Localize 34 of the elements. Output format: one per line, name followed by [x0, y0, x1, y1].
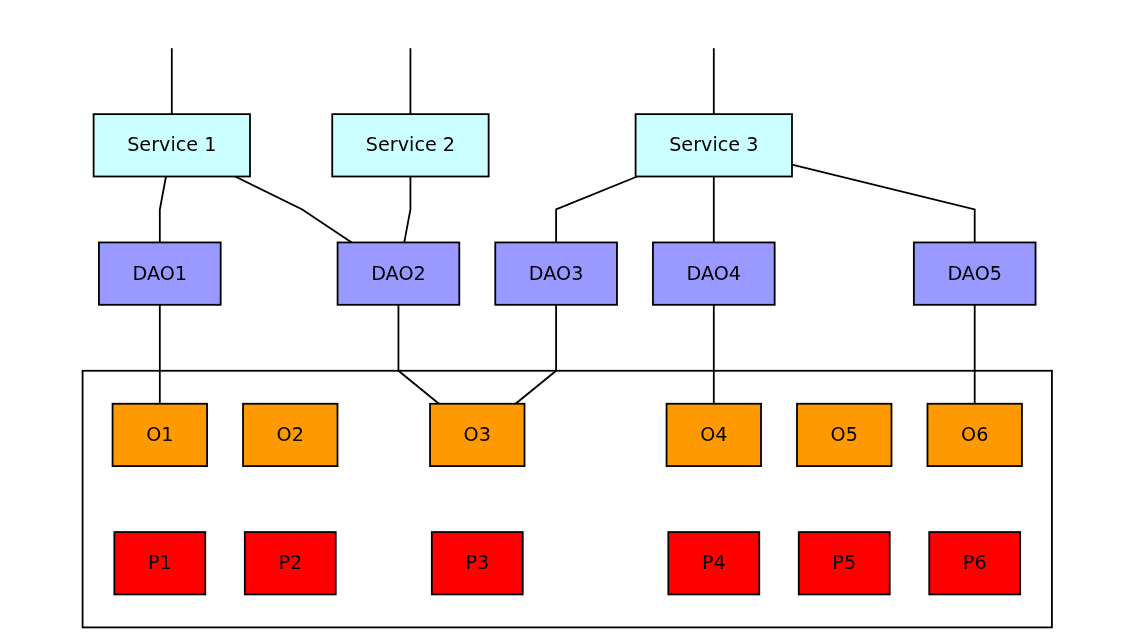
cluster	[81, 369, 1054, 629]
connector	[234, 175, 353, 244]
connector	[159, 175, 168, 244]
node-box: O1	[111, 402, 209, 467]
node-box: P5	[798, 531, 891, 596]
node-box: P2	[244, 531, 337, 596]
node-box: P4	[667, 531, 761, 596]
connector	[171, 47, 173, 116]
node-box: Service 3	[634, 113, 794, 178]
connector	[555, 175, 639, 244]
connector	[159, 303, 161, 405]
node-box: O6	[926, 402, 1024, 467]
node-box: O2	[242, 402, 339, 467]
node-box: Service 2	[331, 113, 490, 178]
node-box: O4	[665, 402, 763, 467]
node-box: DAO2	[336, 241, 461, 306]
connector	[713, 303, 715, 405]
connector	[397, 303, 441, 405]
node-box: O5	[796, 402, 893, 467]
connector	[974, 303, 976, 405]
node-box: DAO4	[652, 241, 776, 306]
node-box: O3	[429, 402, 526, 467]
connector	[713, 175, 715, 244]
connector	[403, 175, 412, 244]
node-box: DAO3	[494, 241, 619, 306]
node-box: Service 1	[92, 113, 252, 178]
connector	[713, 47, 715, 116]
node-box: P1	[113, 531, 207, 596]
node-box: P3	[431, 531, 524, 596]
node-box: P6	[928, 531, 1022, 596]
node-box: DAO5	[913, 241, 1037, 306]
connector	[409, 47, 412, 116]
node-box: DAO1	[98, 241, 222, 306]
connector	[514, 303, 558, 405]
